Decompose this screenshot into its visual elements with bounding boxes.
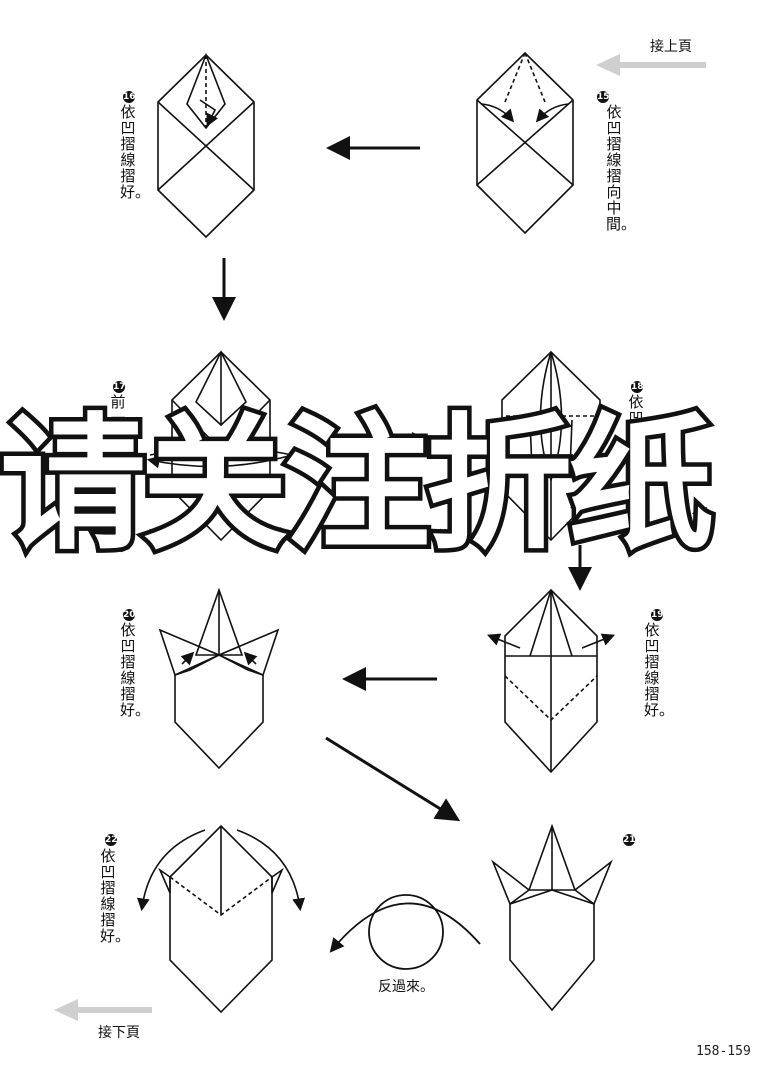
turn-over-label: 反過來。	[378, 979, 434, 995]
prev-page-arrow[interactable]	[596, 54, 706, 76]
step-22-number: 22	[105, 834, 118, 846]
step-21-figure	[491, 823, 613, 1012]
step-16-number: 16	[123, 91, 136, 103]
next-page-label: 接下頁	[98, 1025, 140, 1041]
step-22-instruction: 依凹摺線摺好。	[100, 847, 131, 945]
step-21-number: 21	[623, 834, 636, 846]
step-19-instruction: 依凹摺線摺好。	[644, 621, 675, 719]
watermark-banner: 请关注折纸	[0, 396, 719, 575]
step-15-number: 15	[597, 91, 610, 103]
prev-page-label: 接上頁	[650, 39, 692, 55]
turn-over-symbol	[329, 894, 481, 970]
step-15-figure	[476, 51, 574, 235]
step-18-number: 18	[631, 381, 644, 393]
step-20-number: 20	[123, 609, 136, 621]
step-22-figure	[136, 824, 306, 1014]
step-18-figure	[501, 350, 601, 542]
step-16-figure	[157, 52, 255, 239]
step-15-instruction: 依凹摺線摺向中間。	[606, 103, 637, 233]
step-17-number: 17	[113, 381, 126, 393]
page-number: 158-159	[696, 1044, 751, 1059]
flow-arrows	[212, 136, 592, 822]
step-20-figure	[158, 587, 280, 770]
step-20-instruction: 依凹摺線摺好。	[120, 621, 151, 719]
step-19-figure	[487, 588, 615, 774]
step-16-instruction: 依凹摺線摺好。	[120, 103, 151, 201]
next-page-arrow[interactable]	[54, 999, 152, 1021]
step-17-figure	[146, 350, 293, 542]
step-19-number: 19	[651, 609, 664, 621]
